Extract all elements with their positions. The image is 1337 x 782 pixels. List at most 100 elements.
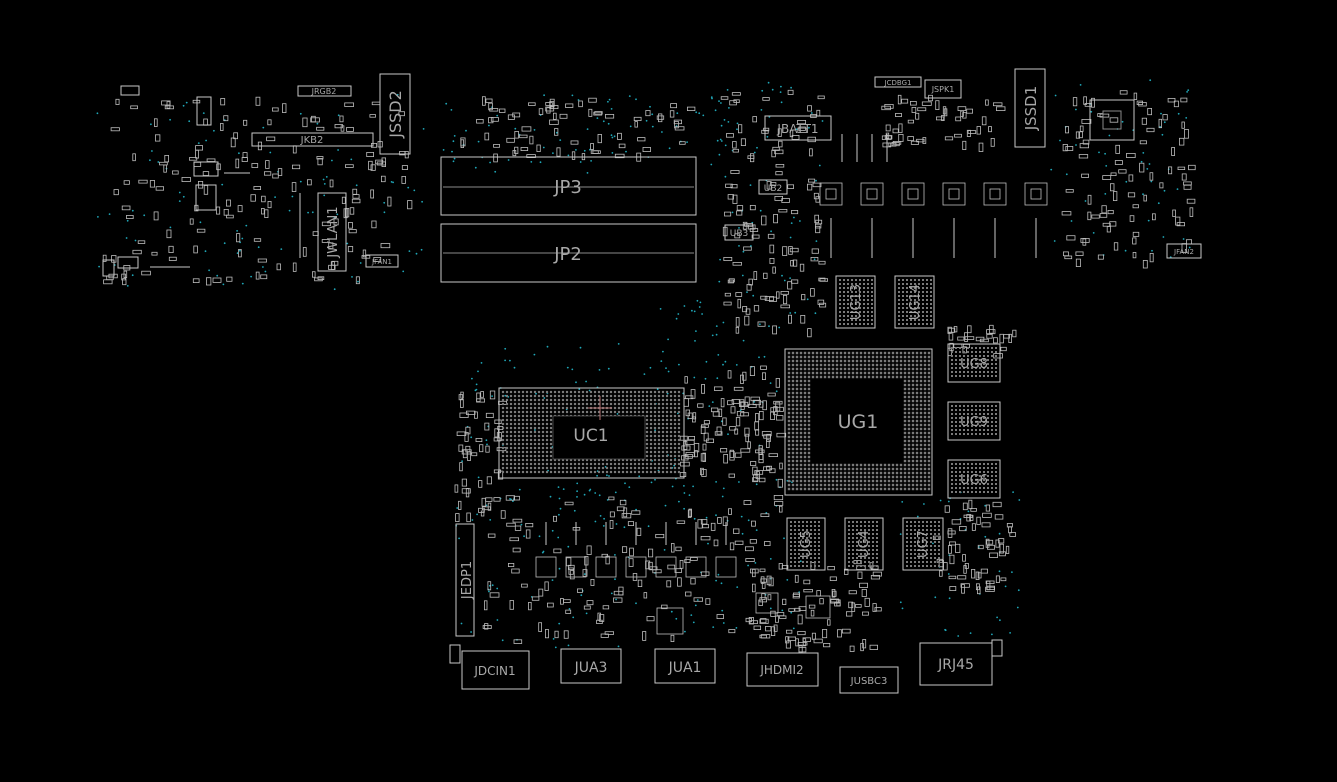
jspk1-outline[interactable]	[924, 79, 962, 99]
bga-ball	[597, 402, 601, 406]
ug14-outline[interactable]	[894, 275, 935, 329]
ug1-outline[interactable]	[784, 348, 933, 496]
jua3-outline[interactable]	[560, 648, 622, 684]
smd-component	[618, 143, 626, 149]
vrm-inductor-bars	[830, 134, 1037, 258]
bga-ball	[951, 409, 953, 411]
ug6-outline[interactable]	[947, 459, 1001, 499]
bga-ball	[975, 367, 977, 369]
bga-ball	[525, 446, 529, 450]
bga-ball	[843, 283, 845, 285]
jusbc3-outline[interactable]	[839, 666, 899, 694]
ug13-outline[interactable]	[835, 275, 876, 329]
bga-ball	[561, 402, 565, 406]
small-conn-1[interactable]	[120, 85, 140, 96]
bga-ball	[795, 403, 799, 407]
bga-ball	[863, 355, 867, 359]
ub3-outline[interactable]	[724, 224, 754, 241]
bga-ball	[509, 414, 513, 418]
bga-ball	[906, 295, 908, 297]
small-conn-2[interactable]	[196, 96, 212, 126]
bga-ball	[879, 367, 883, 371]
ug4-outline[interactable]	[844, 517, 884, 571]
smd-component	[1081, 119, 1092, 124]
ub2-outline[interactable]	[758, 179, 788, 195]
jhdmi2-outline[interactable]	[746, 652, 819, 687]
via	[628, 95, 631, 97]
bga-ball	[927, 387, 931, 391]
jdcin1-outline[interactable]	[461, 650, 530, 690]
jssd1-outline[interactable]	[1014, 68, 1046, 148]
jbatt1-outline[interactable]	[764, 115, 832, 141]
bga-ball	[895, 363, 899, 367]
bga-ball	[593, 390, 597, 394]
jedp1-outline[interactable]	[455, 523, 475, 637]
bga-ball	[521, 406, 525, 410]
smd-component	[949, 554, 955, 565]
small-conn-4[interactable]	[102, 259, 115, 277]
ec-ic-outline[interactable]	[1089, 99, 1135, 141]
bga-ball	[799, 359, 803, 363]
bga-ball	[843, 315, 845, 317]
jrj45-outline[interactable]	[919, 642, 993, 686]
jcdbg1-outline[interactable]	[874, 76, 922, 88]
bga-ball	[918, 541, 920, 543]
uc1-outline[interactable]	[498, 387, 685, 479]
bga-ball	[819, 355, 823, 359]
bga-ball	[545, 466, 549, 470]
small-conn-3[interactable]	[117, 256, 139, 269]
bga-ball	[923, 483, 927, 487]
smd-component	[780, 304, 791, 309]
jfan2-outline[interactable]	[1166, 243, 1202, 259]
bga-ball	[669, 398, 673, 402]
ug8-outline[interactable]	[947, 343, 1001, 383]
jfan1-outline[interactable]	[365, 254, 399, 268]
ug7-outline[interactable]	[902, 517, 944, 571]
jrgb2-outline[interactable]	[297, 85, 352, 97]
smd-component	[714, 431, 723, 436]
jwlan1-outline[interactable]	[317, 192, 347, 272]
via	[759, 323, 761, 326]
bga-ball	[807, 383, 811, 387]
bga-ball	[891, 467, 895, 471]
jssd2-outline[interactable]	[379, 73, 411, 155]
small-ic-1[interactable]	[195, 184, 217, 211]
bga-ball	[831, 351, 835, 355]
bga-ball	[847, 319, 849, 321]
via	[607, 367, 610, 370]
bga-ball	[910, 287, 912, 289]
jkb2-outline[interactable]	[251, 132, 374, 147]
bga-ball	[930, 291, 932, 293]
ug5-outline[interactable]	[786, 517, 826, 571]
smd-component	[729, 426, 737, 431]
bga-ball	[914, 553, 916, 555]
bga-ball	[903, 419, 907, 423]
via	[586, 128, 589, 131]
bga-ball	[967, 421, 969, 423]
bga-ball	[915, 475, 919, 479]
bga-ball	[995, 359, 997, 361]
bga-ball	[951, 347, 953, 349]
bga-ball	[807, 435, 811, 439]
via	[445, 102, 448, 105]
bga-ball	[807, 415, 811, 419]
smd-component	[948, 575, 957, 580]
bga-ball	[585, 470, 589, 474]
bga-ball	[859, 291, 861, 293]
via	[736, 128, 738, 131]
jp2-outline[interactable]	[440, 223, 697, 283]
smd-component	[237, 205, 243, 213]
bga-ball	[601, 462, 605, 466]
bga-ball	[919, 459, 923, 463]
bga-ball	[629, 466, 633, 470]
bga-ball	[843, 307, 845, 309]
ug9-outline[interactable]	[947, 401, 1001, 441]
bga-ball	[549, 402, 553, 406]
uu8-outline[interactable]	[193, 161, 219, 177]
bga-ball	[803, 383, 807, 387]
bga-ball	[633, 462, 637, 466]
jp3-outline[interactable]	[440, 156, 697, 216]
bga-ball	[641, 466, 645, 470]
jua1-outline[interactable]	[654, 648, 716, 684]
